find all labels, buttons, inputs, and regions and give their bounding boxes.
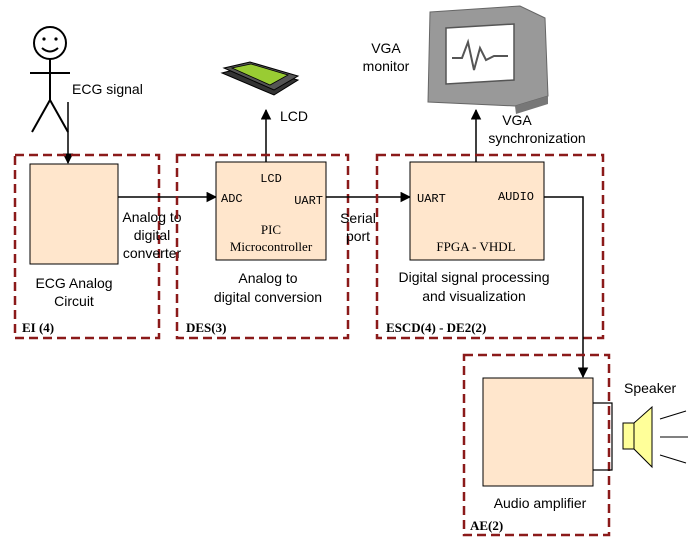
serial-link-line1: Serial [340,210,376,226]
group-escd-border [375,153,605,340]
ecg-block-name-line2: Circuit [54,293,94,309]
ecg-block-name-line1: ECG Analog [35,275,112,291]
person-figure [30,26,70,133]
fpga-caption-line2: and visualization [422,288,526,304]
fpga-block [409,161,545,261]
fpga-port-audio: AUDIO [498,190,534,204]
speaker-wire [593,402,613,471]
fpga-port-uart: UART [417,192,446,206]
pic-port-lcd: LCD [260,172,282,186]
pic-caption-line1: Analog to [238,270,297,286]
audio-arrow [544,196,589,379]
group-ei-border [13,153,161,340]
ecg-signal-label: ECG signal [72,81,143,97]
vga-monitor-label-line1: VGA [371,40,401,56]
audio-amplifier-block [482,377,594,487]
speaker-label: Speaker [624,380,676,396]
pic-port-uart: UART [294,194,323,208]
pic-caption-line2: digital conversion [214,289,322,305]
pic-port-adc: ADC [221,192,243,206]
pic-microcontroller-block [215,161,327,261]
serial-link-line2: port [346,228,370,244]
vga-monitor-icon [427,5,549,114]
vga-sync-line2: synchronization [488,130,585,146]
group-des-border [175,153,350,340]
person-head [33,26,67,60]
adc-link-line1: Analog to [122,209,181,225]
lcd-device-icon [220,61,300,96]
speaker-icon [622,405,688,469]
ecg-analog-circuit-block [29,163,119,265]
vga-sync-line1: VGA [502,112,532,128]
group-escd-label: ESCD(4) - DE2(2) [386,320,486,335]
amp-name: Audio amplifier [494,495,587,511]
adc-link-line2: digital [134,227,171,243]
fpga-name: FPGA - VHDL [436,239,515,254]
group-ae-label: AE(2) [470,518,503,533]
fpga-caption-line1: Digital signal processing [399,269,550,285]
group-ei-label: EI (4) [22,320,54,335]
group-ae-border [462,353,611,537]
group-des-label: DES(3) [186,320,226,335]
adc-link-line3: converter [123,245,182,261]
pic-name-line1: PIC [261,222,281,237]
lcd-link-label: LCD [280,108,308,124]
vga-monitor-label-line2: monitor [363,58,410,74]
pic-name-line2: Microcontroller [230,239,313,254]
